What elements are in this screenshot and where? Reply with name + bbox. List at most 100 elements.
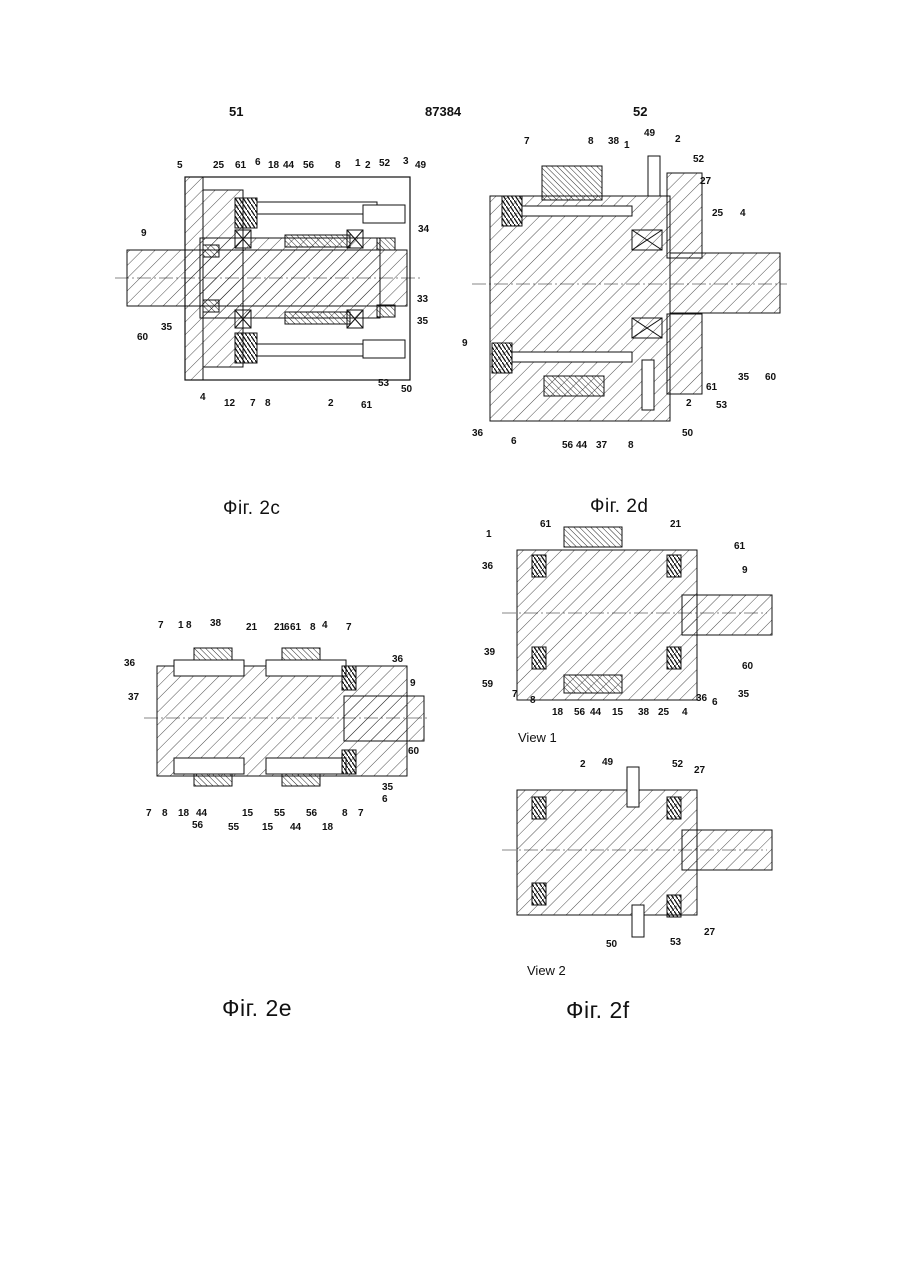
page-number-right: 52 [633,104,647,119]
svg-text:9: 9 [141,228,147,239]
svg-text:7: 7 [146,808,152,819]
svg-text:8: 8 [310,622,316,633]
svg-text:49: 49 [415,160,427,171]
svg-text:33: 33 [417,294,429,305]
svg-text:25: 25 [658,707,670,718]
svg-text:35: 35 [417,316,429,327]
svg-text:8: 8 [162,808,168,819]
svg-text:8: 8 [335,160,341,171]
svg-text:44: 44 [290,822,302,833]
view-2-label: View 2 [527,963,566,978]
svg-text:44: 44 [576,440,588,451]
svg-text:60: 60 [742,661,754,672]
figure-2c-drawing: 525616 1844568 12523 4934933 3535604 127… [115,150,425,410]
svg-text:12: 12 [224,398,236,409]
svg-text:2: 2 [365,160,371,171]
svg-text:9: 9 [462,338,468,349]
svg-text:3: 3 [403,156,409,167]
svg-text:34: 34 [418,224,430,235]
svg-text:4: 4 [200,392,206,403]
svg-text:8: 8 [265,398,271,409]
svg-text:56: 56 [303,160,315,171]
svg-text:50: 50 [682,428,694,439]
caption-fig-2f: Фіг. 2f [566,997,630,1024]
view-1-label: View 1 [518,730,557,745]
svg-text:1: 1 [355,158,361,169]
svg-text:61: 61 [706,382,718,393]
svg-text:8: 8 [588,136,594,147]
svg-text:2: 2 [580,759,586,770]
svg-text:6: 6 [511,436,517,447]
page-number-left: 51 [229,104,243,119]
svg-text:35: 35 [161,322,173,333]
svg-text:2: 2 [328,398,334,409]
svg-text:27: 27 [700,176,712,187]
svg-text:4: 4 [682,707,688,718]
svg-text:59: 59 [482,679,494,690]
svg-text:35: 35 [738,689,750,700]
svg-text:1: 1 [486,529,492,540]
svg-text:36: 36 [392,654,404,665]
svg-text:6: 6 [255,157,261,168]
svg-text:37: 37 [596,440,608,451]
svg-text:21: 21 [246,622,258,633]
svg-text:50: 50 [401,384,413,395]
svg-text:2: 2 [675,134,681,145]
svg-text:8: 8 [186,620,192,631]
svg-text:18: 18 [268,160,280,171]
svg-text:61: 61 [361,400,373,411]
svg-text:27: 27 [704,927,716,938]
svg-text:37: 37 [128,692,140,703]
svg-text:8: 8 [530,695,536,706]
svg-text:60: 60 [408,746,420,757]
svg-text:44: 44 [283,160,295,171]
svg-text:9: 9 [410,678,416,689]
svg-text:55: 55 [228,822,240,833]
svg-text:7: 7 [250,398,256,409]
svg-text:44: 44 [590,707,602,718]
svg-text:1: 1 [178,620,184,631]
svg-text:36: 36 [696,693,708,704]
svg-text:61: 61 [734,541,746,552]
caption-fig-2e: Фіг. 2e [222,995,292,1022]
svg-text:7: 7 [512,689,518,700]
svg-text:35: 35 [738,372,750,383]
svg-text:18: 18 [552,707,564,718]
svg-text:7: 7 [158,620,164,631]
svg-text:49: 49 [644,128,656,139]
svg-text:56: 56 [574,707,586,718]
svg-text:21: 21 [670,519,682,530]
figure-2e-drawing: 71838 2121661 84736 3637960 35678 184456… [124,618,424,838]
svg-text:1: 1 [624,140,630,151]
svg-text:7: 7 [346,622,352,633]
svg-text:53: 53 [378,378,390,389]
svg-text:36: 36 [124,658,136,669]
svg-text:44: 44 [196,808,208,819]
svg-text:56: 56 [192,820,204,831]
svg-text:36: 36 [472,428,484,439]
svg-text:38: 38 [638,707,650,718]
svg-text:60: 60 [765,372,777,383]
svg-text:18: 18 [322,822,334,833]
svg-text:5: 5 [177,160,183,171]
svg-text:8: 8 [342,808,348,819]
svg-text:52: 52 [672,759,684,770]
figure-2d-drawing: 78381 4925227 254960 3561253 5036656 443… [462,128,792,458]
svg-text:53: 53 [716,400,728,411]
svg-text:35: 35 [382,782,394,793]
svg-text:4: 4 [740,208,746,219]
svg-text:7: 7 [358,808,364,819]
svg-text:53: 53 [670,937,682,948]
svg-text:49: 49 [602,757,614,768]
svg-text:25: 25 [213,160,225,171]
svg-text:15: 15 [262,822,274,833]
svg-text:61: 61 [290,622,302,633]
svg-text:60: 60 [137,332,149,343]
svg-text:18: 18 [178,808,190,819]
svg-text:61: 61 [235,160,247,171]
svg-text:25: 25 [712,208,724,219]
svg-text:36: 36 [482,561,494,572]
svg-text:61: 61 [540,519,552,530]
svg-text:56: 56 [306,808,318,819]
caption-fig-2c: Фіг. 2c [223,498,280,520]
